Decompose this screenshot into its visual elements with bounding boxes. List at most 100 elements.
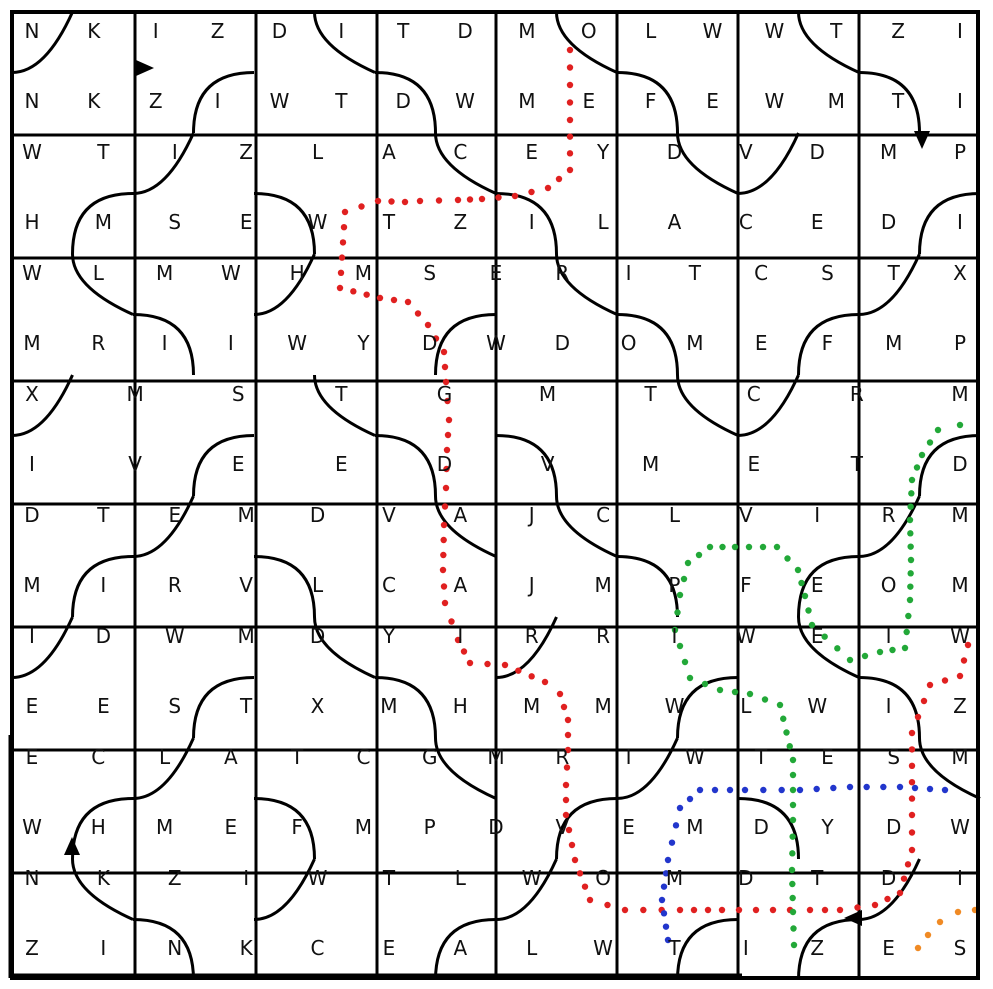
path-dot [528,188,535,196]
path-dot [778,786,785,794]
path-dot [566,150,574,157]
path-dot [544,184,552,192]
tile-letter: J [527,503,535,527]
tile-letter: S [954,936,967,960]
path-dot [914,944,922,952]
tile-letter: I [529,210,535,234]
tile-letter: T [396,19,410,43]
path-dot [821,633,828,640]
path-dot [339,239,347,246]
path-dot [336,284,344,292]
path-dot [719,543,726,551]
tile-letter: N [167,936,182,960]
tile-letter: R [91,331,105,355]
path-dot [908,846,916,854]
track-arc [132,918,195,981]
path-dot [568,841,576,849]
tile-letter: S [821,261,834,285]
path-dot [414,310,422,317]
tile-letter: G [437,382,453,406]
path-dot [880,783,887,791]
path-dot [884,895,891,903]
tile-letter: K [240,936,254,960]
path-dot [896,783,904,791]
path-dot [796,786,804,794]
path-dot [686,795,694,803]
path-dot [726,786,734,794]
tile-letter: L [93,261,105,285]
path-dot [440,536,447,544]
path-dot [911,784,919,792]
tile-letter: I [957,866,963,890]
track-arc [676,918,739,981]
path-dot [905,612,912,620]
path-dot [358,203,365,210]
track-arc [11,374,74,437]
path-dot [788,866,796,874]
tile-letter: W [736,624,756,648]
tile-letter: T [334,89,348,113]
path-dot [941,786,949,794]
tile-letter: L [526,936,538,960]
path-dot [924,931,932,939]
path-dot [672,822,680,829]
tile-letter: D [881,210,896,234]
path-dot [566,64,574,71]
tile-letter: A [668,210,682,234]
path-dot [604,901,611,909]
path-dot [805,607,812,614]
path-dot [564,746,572,754]
path-dot [586,896,594,904]
path-dot [566,116,574,124]
tile-letter: D [886,815,901,839]
path-dot [566,81,574,89]
path-dot [794,566,802,574]
path-dot [914,713,922,721]
path-dot [773,543,781,551]
path-dot [440,521,448,529]
path-dot [789,850,796,857]
tile-letter: R [882,503,896,527]
track-arc [132,737,195,800]
track-arc [737,132,800,195]
tile-letter: M [828,89,845,113]
tile-letter: E [821,745,834,769]
tile-letter: M [95,210,112,234]
tile-letter: L [312,140,324,164]
path-dot [454,636,462,644]
path-dot [442,378,450,386]
tile-letter: T [667,936,681,960]
tile-letter: N [25,866,40,890]
tile-letter: F [740,573,752,597]
path-dot [918,451,926,459]
track-arc [192,434,255,497]
path-dot [834,645,841,652]
tile-letter: M [642,452,659,476]
tile-letter: C [754,261,768,285]
track-arc [434,313,497,376]
path-dot [908,490,915,497]
path-dot [680,575,688,583]
track-arc [555,11,618,74]
tile-letter: E [232,452,245,476]
tile-letter: M [355,815,372,839]
path-dot [813,785,820,793]
track-arc [918,434,981,497]
tile-letter: M [885,331,902,355]
tile-letter: D [437,452,452,476]
path-dot [901,644,909,652]
path-dot [563,764,571,771]
path-dot [374,197,382,205]
track-arc [132,495,195,558]
tile-letter: E [811,573,824,597]
path-dot [735,906,743,914]
tile-letter: M [523,694,540,718]
path-dot [668,839,676,846]
tile-letter: I [672,624,678,648]
path-dot [445,416,453,424]
path-dot [861,652,869,660]
tile-letter: F [645,89,657,113]
tile-letter: T [239,694,253,718]
path-dot [576,870,584,877]
tile-letter: W [486,331,506,355]
